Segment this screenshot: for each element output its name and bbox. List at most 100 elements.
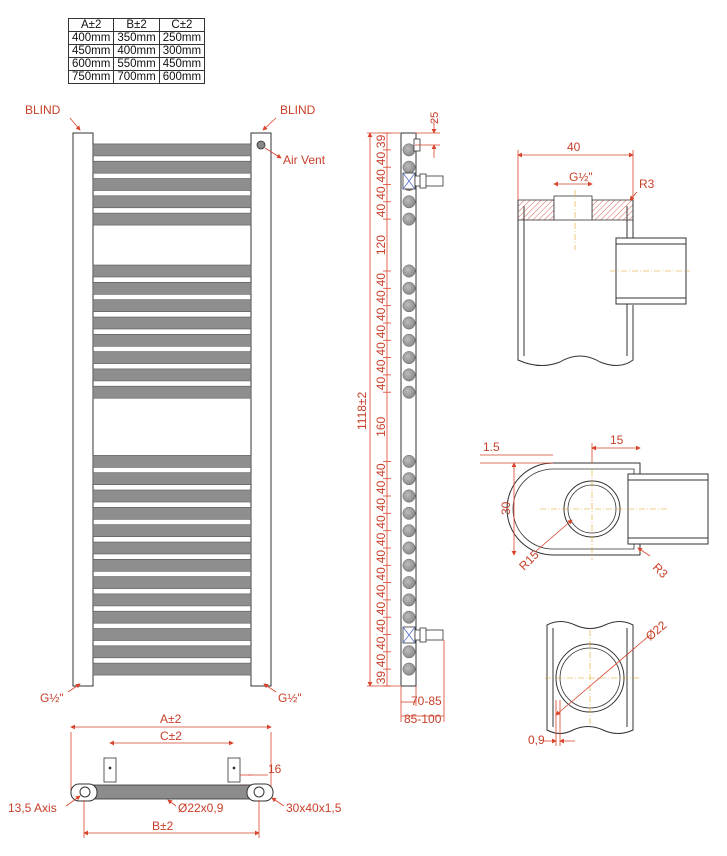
bar-end [402,454,416,468]
bar-end [402,662,416,676]
spacing-label: 40 [374,169,388,183]
spacing-label: 40 [374,273,388,287]
spacing-label: 40 [374,584,388,598]
bar-end [402,281,416,295]
bar-end [402,333,416,347]
top-valve [402,172,444,190]
size-table-row: 400mm 350mm 250mm [67,31,206,45]
heating-bar [92,489,252,503]
heating-bar [92,662,252,676]
r3b-label: R3 [650,560,671,581]
bottom-valve [402,626,444,644]
spacing-label: 40 [374,325,388,339]
heating-bar [92,143,252,157]
axis-leader [65,795,81,807]
heating-bar [92,472,252,486]
heating-bar [92,541,252,555]
bottom-view: A±2 C±2 16 13,5 Axis Ø22x0,9 30x40x1,5 B… [8,712,342,838]
bar-end [402,541,416,555]
bar-end [402,316,416,330]
size-table-row: 600mm 550mm 450mm [67,57,206,71]
bar-end [402,524,416,538]
heating-bar [92,610,252,624]
diameter-label: Ø22 [643,618,670,644]
bar-end [402,385,416,399]
cell: 600mm [67,57,115,71]
spacing-label: 40 [374,377,388,391]
bar-end [402,489,416,503]
spacing-label: 40 [374,619,388,633]
heating-bar [92,299,252,313]
air-vent-icon [256,140,266,150]
depth-small-label: 70-85 [411,694,442,708]
bottom-tube [83,784,261,800]
heating-bar [92,281,252,295]
bar-end [402,645,416,659]
hatched-section [591,199,634,221]
heating-bar [92,628,252,641]
width-c-label: C±2 [160,729,182,743]
bar-end [402,160,416,174]
cell: 600mm [158,70,206,84]
air-vent-label: Air Vent [283,153,326,167]
spacing-label: 40 [374,654,388,668]
spacing-label: 40 [374,290,388,304]
left-valve [103,757,117,783]
tube-leader [167,799,177,807]
bar-end [402,593,416,607]
size-table: A±2 B±2 C±2 400mm 350mm 250mm 450mm 400m… [67,18,206,84]
heating-bar [92,160,252,174]
wall-label: 1.5 [483,440,500,454]
total-height-label: 1118±2 [355,392,369,431]
diameter-dim [555,634,651,716]
heating-bar [92,593,252,607]
spacing-label: 40 [374,602,388,616]
detail-top: 40 G½" R3 [517,140,690,366]
left-port-icon [79,786,91,798]
detail-width-label: 40 [567,140,581,154]
right-port-icon [253,786,265,798]
spacing-labels: 3940404040120404040404040401604040404040… [374,132,391,687]
spacing-label: 40 [374,359,388,373]
inlet-right-leader [263,683,277,693]
front-view: Air Vent BLIND BLIND G½" G½" [25,103,326,705]
cell: 300mm [158,44,206,58]
collector-label: 30x40x1,5 [286,801,342,815]
bar-end [402,264,416,278]
blind-left-leader [69,117,81,131]
blind-right-label: BLIND [280,103,316,117]
right-collector [250,132,272,687]
thread-boss [553,195,593,221]
bar-end [402,472,416,486]
air-vent-leader [264,147,282,159]
heating-bar [92,524,252,538]
heating-bar [92,195,252,209]
r3-label: R3 [639,177,655,191]
bar-end [402,195,416,209]
bar-end [402,610,416,624]
r15-leader [534,519,573,553]
inlet-left-leader [67,683,81,693]
spacing-label: 40 [374,186,388,200]
tube-label: Ø22x0,9 [178,801,224,815]
cell: 250mm [158,31,206,45]
valve-dot [108,766,112,770]
heating-bar [92,645,252,659]
offset-16-label: 16 [268,762,282,776]
spacing-label: 40 [374,515,388,529]
bar-end [402,558,416,572]
spacing-label: 40 [374,152,388,166]
width-a-label: A±2 [160,712,182,726]
thread-label: G½" [569,170,593,184]
r3-leader [629,191,638,201]
bar-end [402,506,416,520]
height-label: 30 [499,501,513,515]
spacing-label: 40 [374,636,388,650]
heating-bar [92,385,252,399]
bar-end [402,212,416,226]
spacing-label: 160 [374,416,388,436]
top-offset-label: 25 [429,112,441,124]
heating-bar [92,316,252,330]
collector-leader [271,797,285,807]
detail-top-outline [517,200,634,366]
